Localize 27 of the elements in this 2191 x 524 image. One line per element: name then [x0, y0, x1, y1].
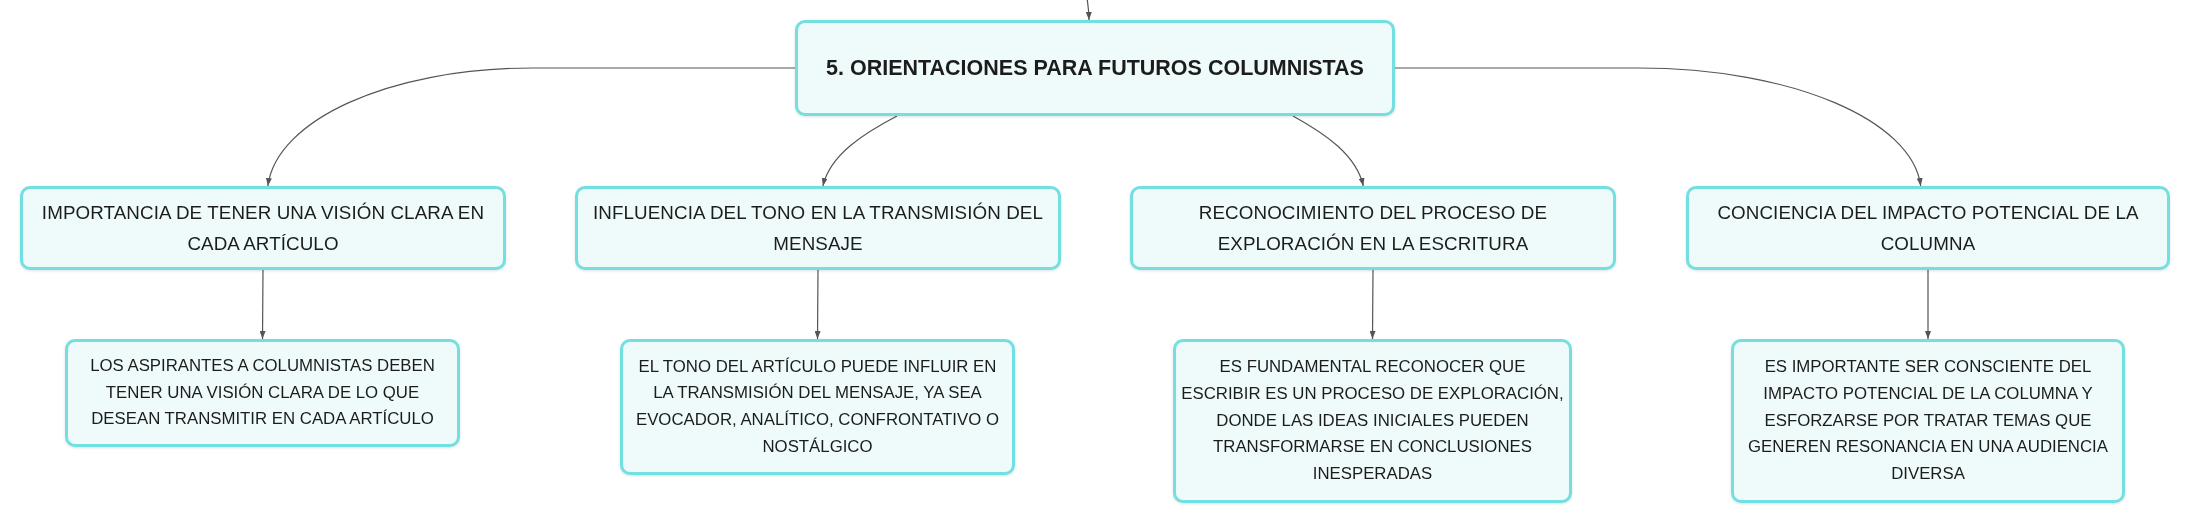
- connector-arrow: [1925, 269, 1931, 340]
- connector-arrow: [1085, 0, 1092, 21]
- detail-text: LOS ASPIRANTES A COLUMNISTAS DEBEN TENER UNA VISIÓN CLARA DE LO QUE DESEAN TRANSMITIR EN CADA ARTÍCULO: [89, 354, 436, 431]
- subtopic-text: INFLUENCIA DEL TONO EN LA TRANSMISIÓN DEL MENSAJE: [591, 201, 1045, 256]
- subtopic-box: [575, 186, 1061, 270]
- connector-arrow: [822, 115, 898, 187]
- subtopic-box: [20, 186, 506, 270]
- connector-arrow: [1292, 115, 1364, 187]
- central-topic-box: [795, 20, 1395, 116]
- connector-arrow: [814, 269, 821, 340]
- subtopic-text: RECONOCIMIENTO DEL PROCESO DE EXPLORACIÓN EN LA ESCRITURA: [1197, 201, 1549, 256]
- detail-box: [1731, 339, 2125, 503]
- detail-text: EL TONO DEL ARTÍCULO PUEDE INFLUIR EN LA TRANSMISIÓN DEL MENSAJE, YA SEA EVOCADOR, ANALÍTICO, CONFRONTATIVO O NOSTÁLGICO: [635, 355, 1000, 458]
- topic-title: 5. ORIENTACIONES PARA FUTUROS COLUMNISTAS: [826, 55, 1364, 82]
- connector-arrow: [1369, 269, 1376, 340]
- detail-text: ES IMPORTANTE SER CONSCIENTE DEL IMPACTO POTENCIAL DE LA COLUMNA Y ESFORZARSE POR TRATAR TEMAS QUE GENEREN RESONANCIA EN UNA AUDIENCIA DIVERSA: [1747, 356, 2109, 486]
- detail-box: [1173, 339, 1572, 503]
- connector-arrow: [1394, 67, 1922, 187]
- detail-box: [620, 339, 1015, 475]
- subtopic-box: [1686, 186, 2170, 270]
- subtopic-text: CONCIENCIA DEL IMPACTO POTENCIAL DE LA COLUMNA: [1716, 201, 2140, 256]
- subtopic-box: [1130, 186, 1616, 270]
- connector-arrow: [267, 67, 796, 187]
- detail-box: [65, 339, 460, 447]
- subtopic-text: IMPORTANCIA DE TENER UNA VISIÓN CLARA EN CADA ARTÍCULO: [40, 201, 486, 256]
- connector-arrow: [259, 269, 266, 340]
- detail-text: ES FUNDAMENTAL RECONOCER QUE ESCRIBIR ES UN PROCESO DE EXPLORACIÓN, DONDE LAS IDEAS INICIALES PUEDEN TRANSFORMARSE EN CONCLUSIONES INESPERADAS: [1180, 356, 1565, 486]
